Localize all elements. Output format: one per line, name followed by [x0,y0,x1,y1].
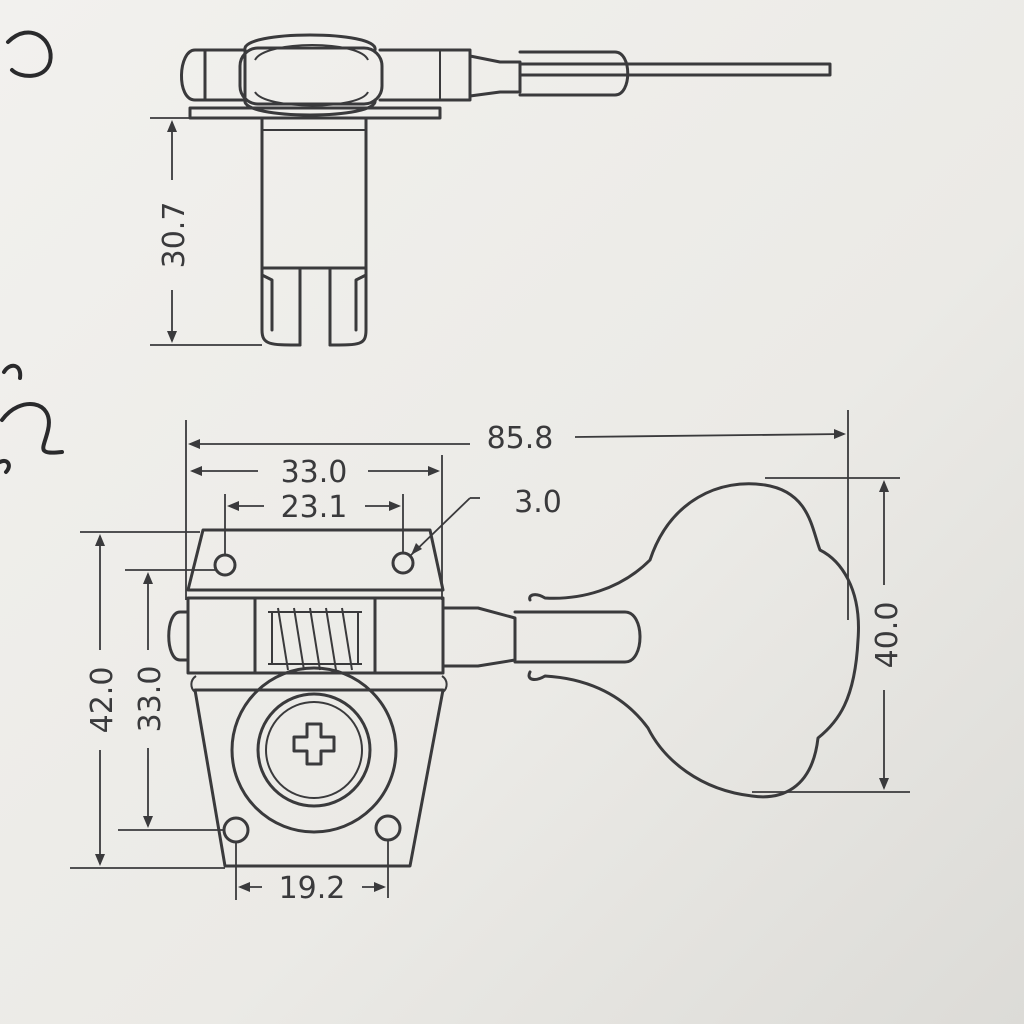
front-view [167,482,860,868]
dim-plate-height: 42.0 [70,531,225,869]
phillips-screw-icon [292,722,336,766]
dim-hole-diameter: 3.0 [409,485,562,557]
dim-side-height: 30.7 [150,117,262,346]
tuner-key [527,482,860,799]
worm-gear-coils [268,607,362,671]
dim-plate-width: 33.0 [190,455,443,600]
dim-hole-diameter-label: 3.0 [514,485,562,520]
dim-top-hole-spacing-label: 23.1 [281,490,348,525]
dim-overall-length-label: 85.8 [487,421,554,456]
dim-body-height: 33.0 [118,569,225,831]
handwritten-marks [0,30,64,474]
dim-bottom-hole-spacing-label: 19.2 [279,871,346,906]
dim-plate-width-label: 33.0 [281,455,348,490]
dim-body-height-label: 33.0 [133,666,168,733]
dim-key-height-label: 40.0 [870,602,905,669]
dim-key-height: 40.0 [752,477,910,793]
dim-overall-length: 85.8 [185,410,849,620]
post-ring [256,692,372,808]
dim-top-hole-spacing: 23.1 [224,490,404,556]
dim-bottom-hole-spacing: 19.2 [235,840,389,906]
dim-plate-height-label: 42.0 [85,667,120,734]
dim-side-height-label: 30.7 [157,202,192,269]
post-outer-ring [230,666,398,834]
side-view [180,33,832,347]
